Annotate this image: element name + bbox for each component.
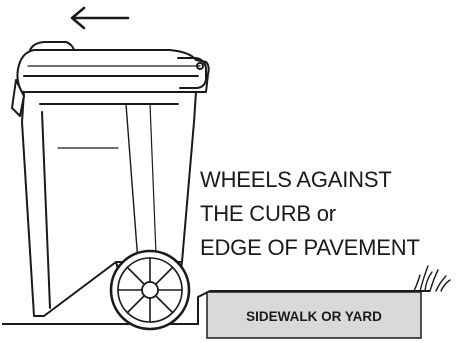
- instruction-line-1: WHEELS AGAINST: [200, 163, 450, 197]
- instruction-line-2: THE CURB or: [200, 197, 450, 231]
- sidewalk-label: SIDEWALK OR YARD: [207, 309, 421, 324]
- instruction-text: WHEELS AGAINST THE CURB or EDGE OF PAVEM…: [200, 163, 450, 265]
- instruction-line-3: EDGE OF PAVEMENT: [200, 231, 450, 265]
- wheel-icon: [111, 251, 189, 329]
- grass-icon: [414, 266, 450, 291]
- left-arrow-icon: [72, 8, 128, 28]
